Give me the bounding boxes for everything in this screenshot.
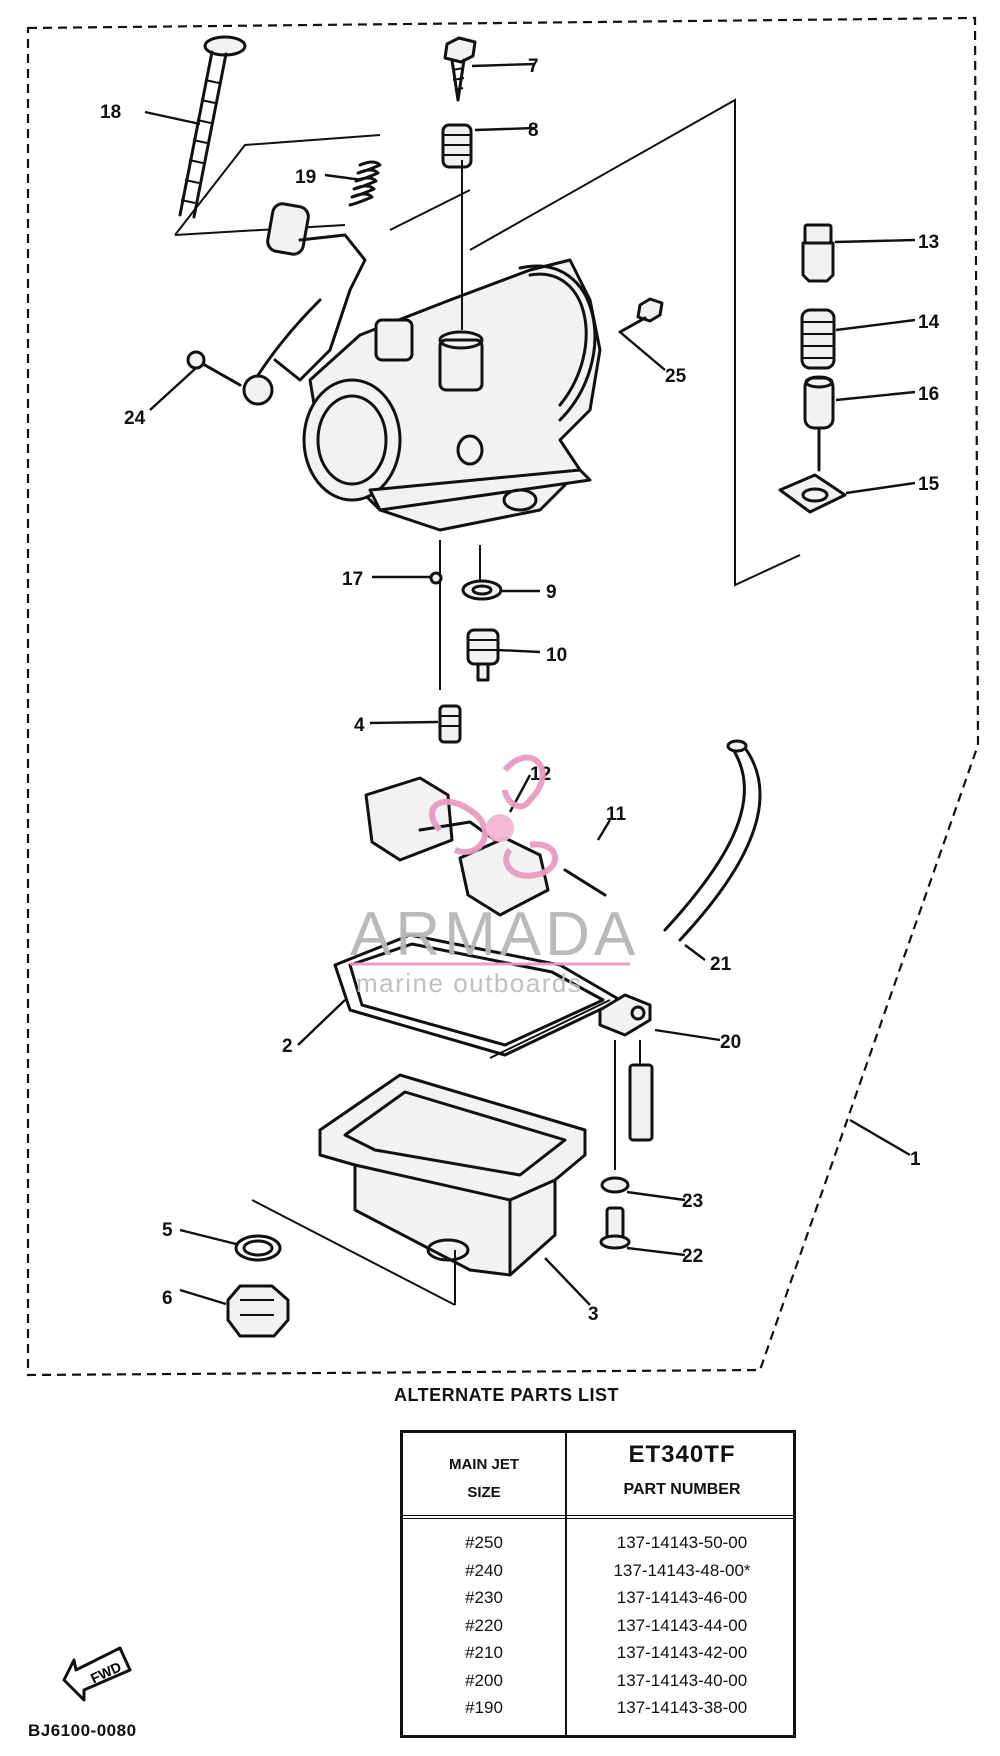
jet-size: #200 (465, 1670, 503, 1690)
spring-14 (800, 308, 836, 370)
callout-3: 3 (588, 1304, 599, 1325)
diagram-code: BJ6100-0080 (28, 1721, 137, 1740)
screw-22 (599, 1206, 631, 1250)
jet-size: #190 (465, 1698, 503, 1717)
callout-22: 22 (682, 1246, 703, 1267)
main-jet-header-line2: SIZE (467, 1484, 501, 1501)
leader-lines (144, 62, 916, 1306)
callout-11: 11 (606, 804, 627, 825)
float-12 (364, 776, 550, 917)
callout-25: 25 (665, 366, 687, 387)
callout-2: 2 (282, 1036, 293, 1057)
jet-size: #220 (465, 1615, 503, 1635)
part-number: 137-14143-46-00 (616, 1588, 748, 1607)
drain-plug-6 (226, 1284, 290, 1338)
alternate-parts-title: ALTERNATE PARTS LIST (394, 1385, 619, 1405)
washer-23 (600, 1176, 630, 1194)
table-row: #200 137-14143-40-00 (403, 1671, 793, 1699)
screw-18 (178, 35, 247, 219)
table-header-divider (403, 1515, 793, 1519)
fwd-arrow-icon: FWD (62, 1646, 132, 1702)
watermark-brand: ARMADA (350, 900, 639, 969)
callout-14: 14 (918, 312, 940, 333)
carburetor-body (302, 258, 602, 532)
bracket-outline (174, 134, 381, 236)
o-ring-15 (778, 473, 847, 514)
washer-17 (429, 571, 443, 585)
guide-lines (389, 98, 801, 587)
choke-lever (242, 202, 367, 406)
callout-16: 16 (918, 384, 939, 405)
main-jet-header-line1: MAIN JET (448, 1456, 519, 1473)
callout-7: 7 (528, 56, 539, 77)
float-bowl-3 (318, 1073, 587, 1277)
part-number: 137-14143-38-00 (616, 1698, 748, 1717)
screw-7 (443, 36, 477, 102)
main-jet-4 (438, 704, 462, 744)
drain-guide (251, 1199, 456, 1306)
alternate-parts-table: MAIN JET SIZE ET340TF PART NUMBER #250 13… (400, 1430, 796, 1738)
jet-size: #240 (465, 1560, 503, 1580)
drain-plate-20 (598, 993, 654, 1170)
part-number: 137-14143-50-00 (616, 1533, 748, 1552)
bowl-guide (489, 999, 611, 1059)
o-ring-5 (234, 1234, 282, 1262)
watermark: ARMADA marine outboards (350, 754, 639, 998)
table-row: #230 137-14143-46-00 (403, 1588, 793, 1616)
callout-21: 21 (710, 954, 732, 975)
table-body: #250 137-14143-50-00 #240 137-14143-48-00*… (403, 1533, 793, 1726)
callout-4: 4 (354, 715, 365, 736)
needle-jet-10 (466, 628, 500, 682)
float-pin-11 (563, 868, 607, 897)
callout-18: 18 (100, 102, 121, 123)
table-row: #190 137-14143-38-00 (403, 1698, 793, 1726)
table-row: #250 137-14143-50-00 (403, 1533, 793, 1561)
table-row: #240 137-14143-48-00* (403, 1561, 793, 1589)
pilot-screw-13 (801, 223, 835, 283)
callout-9: 9 (546, 582, 557, 603)
model-header: ET340TF (628, 1441, 736, 1468)
table-row: #210 137-14143-42-00 (403, 1643, 793, 1671)
part-number: 137-14143-42-00 (616, 1643, 748, 1662)
callout-20: 20 (720, 1032, 741, 1053)
part-number-header: PART NUMBER (623, 1481, 741, 1498)
drain-hose-21 (663, 739, 762, 942)
part-number: 137-14143-40-00 (616, 1670, 748, 1690)
callout-23: 23 (682, 1191, 703, 1212)
watermark-tagline: marine outboards (356, 968, 582, 998)
callout-17: 17 (342, 569, 363, 590)
part-number: 137-14143-44-00 (616, 1615, 748, 1635)
washer-16 (803, 375, 835, 472)
jet-size: #230 (465, 1588, 503, 1607)
washer-9 (461, 579, 503, 601)
table-row: #220 137-14143-44-00 (403, 1616, 793, 1644)
spring-8 (441, 123, 473, 169)
callout-15: 15 (918, 474, 940, 495)
screw-25 (618, 297, 664, 334)
callout-10: 10 (546, 645, 567, 666)
jet-axis (439, 540, 481, 690)
callout-8: 8 (528, 120, 539, 141)
assembly-boundary (26, 16, 980, 1377)
callout-13: 13 (918, 232, 939, 253)
table-column-divider (565, 1433, 567, 1735)
callout-6: 6 (162, 1288, 173, 1309)
callout-1: 1 (910, 1149, 921, 1170)
screw-24 (186, 350, 242, 387)
jet-size: #250 (465, 1533, 503, 1552)
spring-19 (348, 160, 382, 207)
watermark-logo-icon (429, 754, 558, 879)
main-jet-size-header: MAIN JET SIZE (403, 1451, 565, 1507)
jet-size: #210 (465, 1643, 503, 1662)
part-number: 137-14143-48-00* (613, 1560, 751, 1580)
callout-24: 24 (124, 408, 146, 429)
callout-5: 5 (162, 1220, 173, 1241)
callout-19: 19 (295, 167, 316, 188)
